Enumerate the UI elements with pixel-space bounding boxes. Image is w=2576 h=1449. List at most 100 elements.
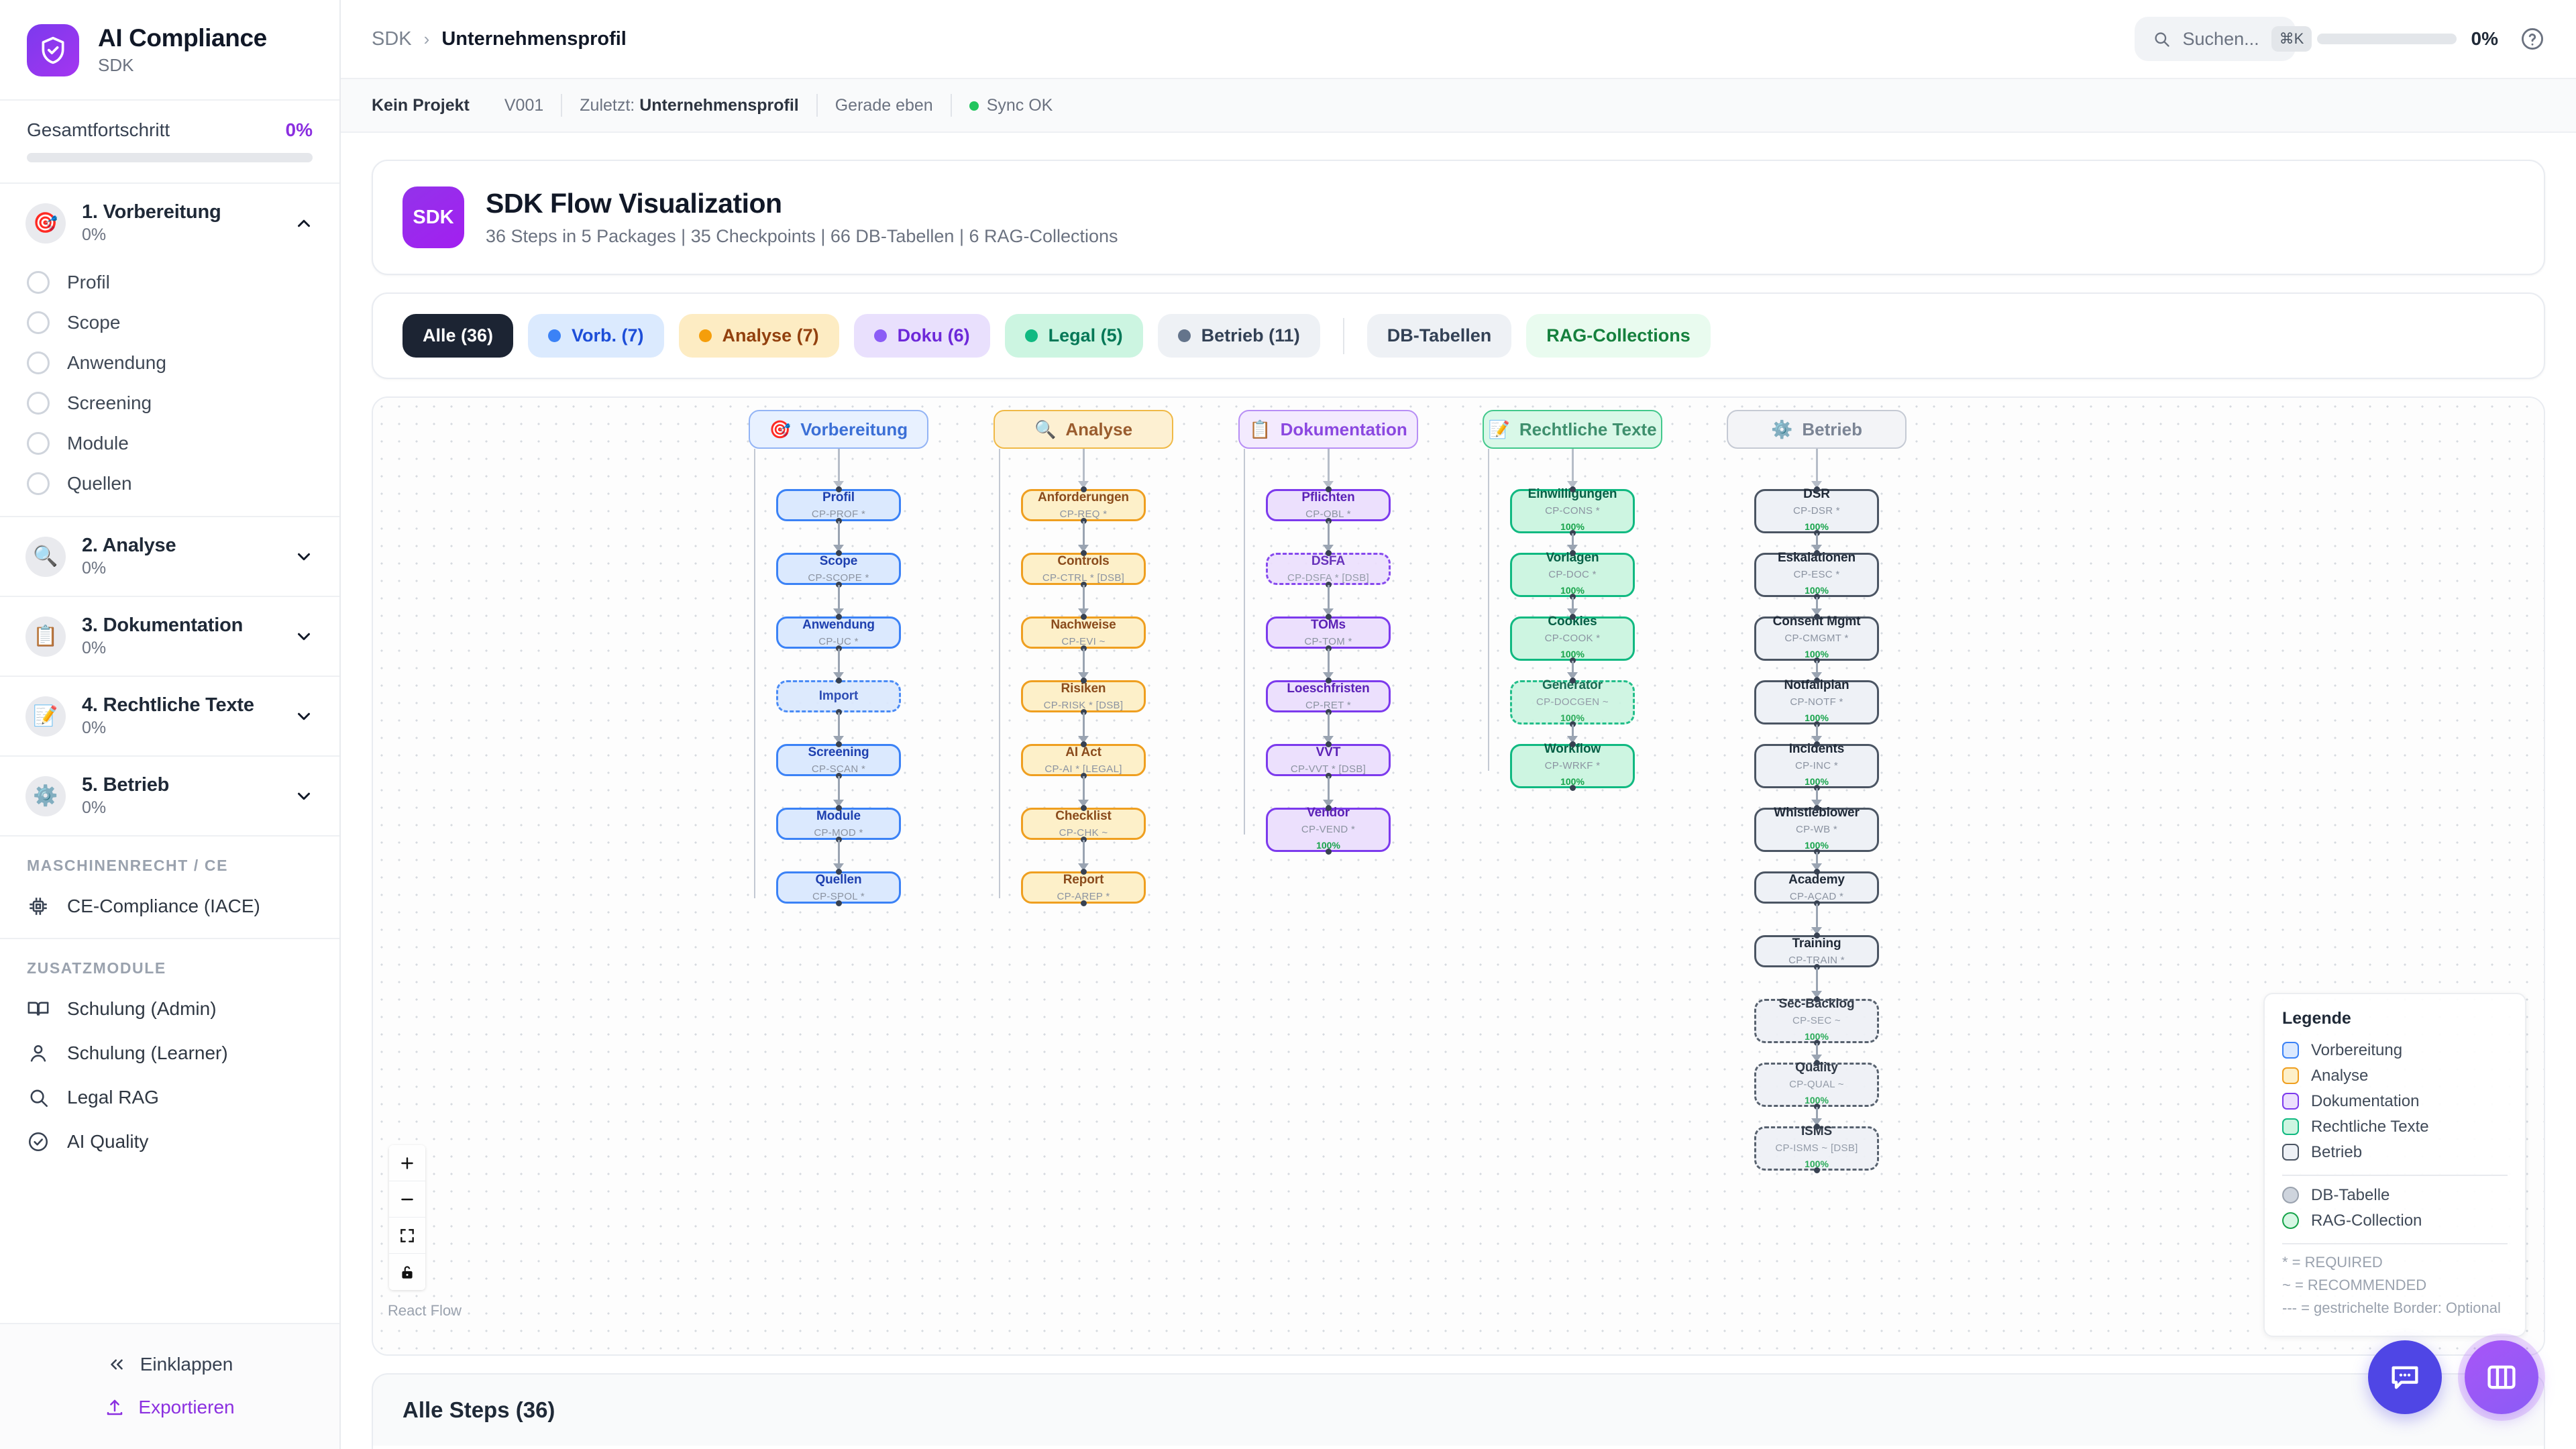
- node-port-bottom[interactable]: [1325, 709, 1332, 715]
- node-port-top[interactable]: [1813, 805, 1820, 811]
- react-flow-attribution[interactable]: React Flow: [388, 1302, 462, 1319]
- sidebar-item-profil[interactable]: Profil: [0, 262, 339, 303]
- filter-chip-0[interactable]: Alle (36): [402, 314, 514, 358]
- node-port-bottom[interactable]: [1813, 785, 1820, 791]
- node-port-top[interactable]: [835, 869, 842, 875]
- node-port-bottom[interactable]: [835, 773, 842, 779]
- node-port-bottom[interactable]: [1325, 645, 1332, 651]
- filter-chip-1[interactable]: Vorb. (7): [528, 314, 664, 358]
- node-port-bottom[interactable]: [1080, 645, 1087, 651]
- node-port-bottom[interactable]: [835, 837, 842, 843]
- search-input[interactable]: Suchen... ⌘K: [2134, 17, 2312, 61]
- node-port-bottom[interactable]: [835, 900, 842, 906]
- node-port-bottom[interactable]: [1080, 518, 1087, 524]
- filter-chip-3[interactable]: Doku (6): [853, 314, 990, 358]
- export-button[interactable]: Exportieren: [0, 1386, 339, 1429]
- chevron-down-icon[interactable]: [294, 627, 314, 647]
- node-port-top[interactable]: [1569, 550, 1576, 556]
- node-port-bottom[interactable]: [1813, 1167, 1820, 1173]
- node-port-top[interactable]: [1080, 614, 1087, 620]
- chat-fab[interactable]: [2368, 1340, 2442, 1414]
- node-port-bottom[interactable]: [1080, 773, 1087, 779]
- node-port-top[interactable]: [1080, 805, 1087, 811]
- node-port-bottom[interactable]: [835, 518, 842, 524]
- node-port-top[interactable]: [835, 486, 842, 492]
- node-port-bottom[interactable]: [835, 709, 842, 715]
- sidebar-item-legal-rag[interactable]: Legal RAG: [0, 1075, 339, 1120]
- node-port-top[interactable]: [1080, 869, 1087, 875]
- node-port-bottom[interactable]: [1813, 849, 1820, 855]
- sidebar-item-ce-compliance[interactable]: CE-Compliance (IACE): [0, 884, 339, 928]
- node-port-bottom[interactable]: [1569, 657, 1576, 663]
- flow-canvas[interactable]: 🎯Vorbereitung🔍Analyse📋Dokumentation📝Rech…: [373, 398, 2544, 1354]
- node-port-bottom[interactable]: [1325, 849, 1332, 855]
- node-port-top[interactable]: [835, 614, 842, 620]
- node-port-bottom[interactable]: [1569, 785, 1576, 791]
- panel-fab[interactable]: [2465, 1340, 2538, 1414]
- node-port-top[interactable]: [1569, 486, 1576, 492]
- node-port-top[interactable]: [1325, 486, 1332, 492]
- node-port-bottom[interactable]: [1813, 657, 1820, 663]
- node-port-top[interactable]: [1080, 678, 1087, 684]
- node-port-bottom[interactable]: [1325, 518, 1332, 524]
- node-port-bottom[interactable]: [1813, 594, 1820, 600]
- flow-canvas-panel[interactable]: 🎯Vorbereitung🔍Analyse📋Dokumentation📝Rech…: [372, 396, 2545, 1356]
- node-port-top[interactable]: [1325, 741, 1332, 747]
- fit-view-button[interactable]: [389, 1218, 425, 1254]
- node-port-bottom[interactable]: [1325, 773, 1332, 779]
- step-status-radio[interactable]: [27, 392, 50, 415]
- node-port-top[interactable]: [1813, 932, 1820, 938]
- node-port-top[interactable]: [1813, 741, 1820, 747]
- brand[interactable]: AI Compliance SDK: [0, 0, 339, 101]
- node-port-top[interactable]: [1813, 1124, 1820, 1130]
- sidebar-item-ai-quality[interactable]: AI Quality: [0, 1120, 339, 1164]
- node-port-bottom[interactable]: [1813, 964, 1820, 970]
- node-port-top[interactable]: [1813, 486, 1820, 492]
- filter-chip-2[interactable]: Analyse (7): [678, 314, 839, 358]
- node-port-top[interactable]: [1569, 614, 1576, 620]
- node-port-bottom[interactable]: [1569, 530, 1576, 536]
- node-port-top[interactable]: [1325, 550, 1332, 556]
- step-status-radio[interactable]: [27, 271, 50, 294]
- node-port-bottom[interactable]: [1569, 594, 1576, 600]
- node-port-top[interactable]: [835, 741, 842, 747]
- node-port-bottom[interactable]: [1325, 582, 1332, 588]
- node-port-top[interactable]: [1569, 678, 1576, 684]
- node-port-bottom[interactable]: [835, 645, 842, 651]
- node-port-bottom[interactable]: [1080, 837, 1087, 843]
- node-port-bottom[interactable]: [835, 582, 842, 588]
- step-status-radio[interactable]: [27, 472, 50, 495]
- node-port-bottom[interactable]: [1813, 1040, 1820, 1046]
- node-port-bottom[interactable]: [1080, 900, 1087, 906]
- chevron-down-icon[interactable]: [294, 706, 314, 727]
- zoom-out-button[interactable]: [389, 1181, 425, 1218]
